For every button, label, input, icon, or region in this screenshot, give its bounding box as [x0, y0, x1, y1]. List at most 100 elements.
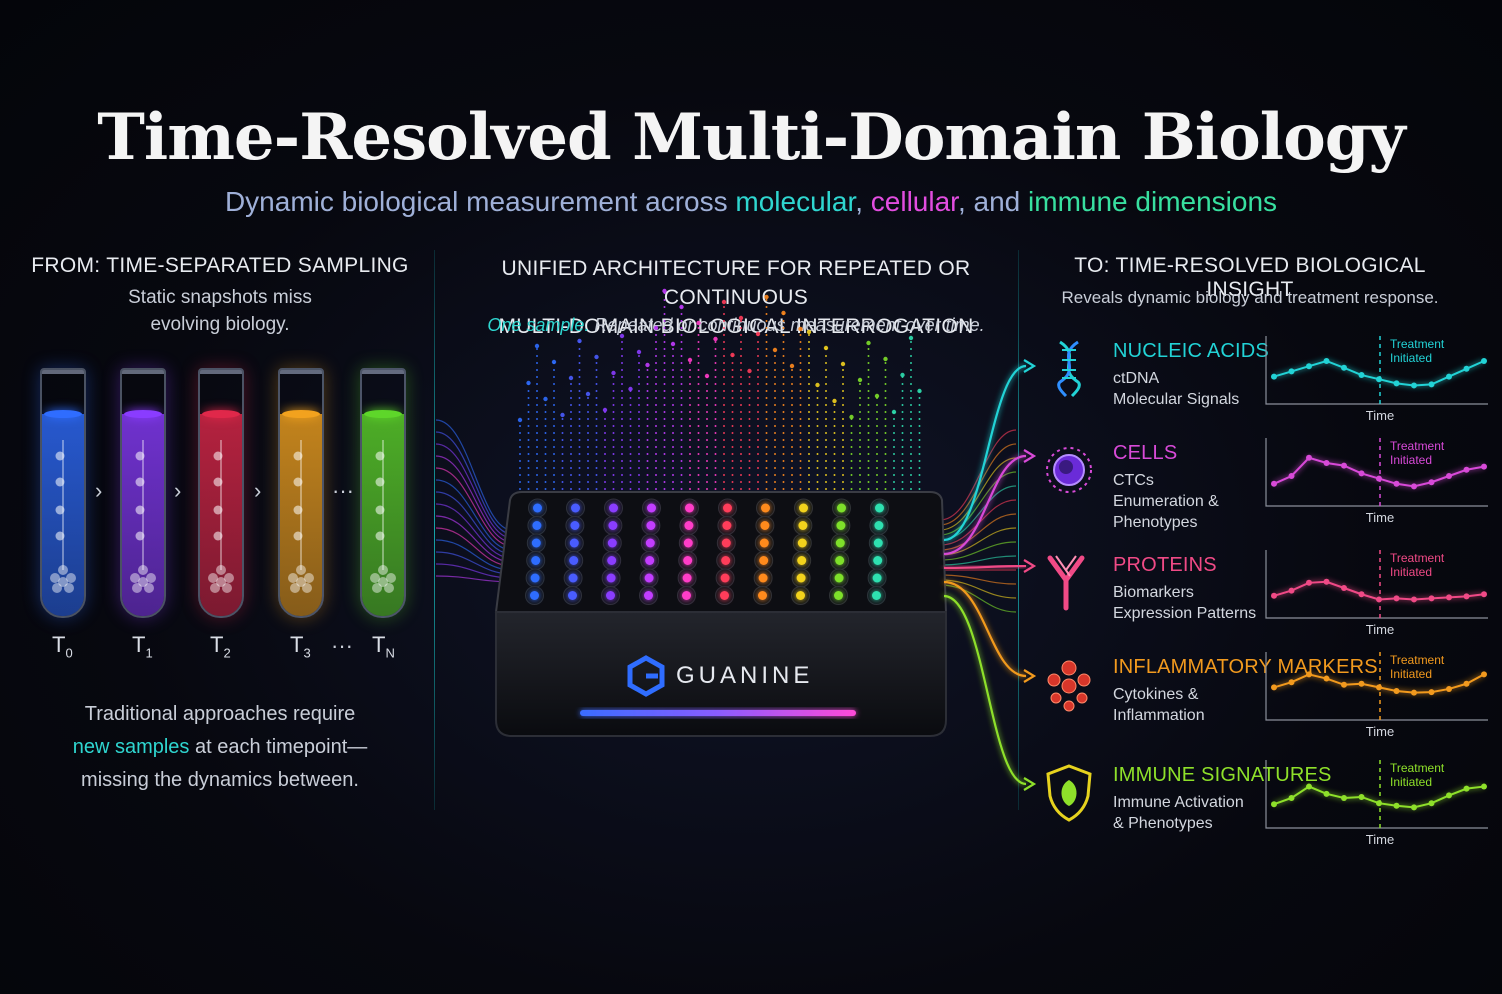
tube-liquid-surface	[124, 410, 162, 418]
test-tube	[360, 368, 406, 618]
next-arrow-icon: ›	[254, 478, 262, 503]
category-description-line: CTCs	[1113, 472, 1154, 489]
tube-liquid-surface	[364, 410, 402, 418]
time-axis-label: Time	[1366, 510, 1394, 525]
timepoint-index: 0	[65, 645, 73, 661]
treatment-label: Initiated	[1390, 775, 1432, 789]
subtitle-text: Dynamic biological measurement across	[224, 186, 736, 217]
timepoint-label: T0	[52, 632, 73, 660]
trend-line	[1273, 456, 1485, 488]
trend-point	[1376, 475, 1382, 482]
left-footer-line: new samples at each timepoint—	[20, 731, 420, 764]
molecule-icon	[208, 440, 234, 593]
device-status-light	[580, 710, 856, 716]
trend-point	[1288, 587, 1295, 594]
trend-point	[1393, 802, 1400, 809]
trend-point	[1306, 363, 1312, 370]
trend-point	[1446, 685, 1452, 692]
left-footer: Traditional approaches require new sampl…	[20, 698, 420, 797]
category-title: PROTEINS	[1113, 554, 1217, 576]
subtitle-cellular: cellular	[870, 186, 958, 217]
device-body	[495, 611, 947, 737]
center-heading-line: MULTI-DOMAIN BIOLOGICAL INTERROGATION	[498, 315, 974, 338]
center-heading: UNIFIED ARCHITECTURE FOR REPEATED OR CON…	[440, 254, 1032, 341]
cytokine-icon	[1047, 660, 1091, 712]
timepoint-index: 2	[223, 645, 231, 661]
tube-liquid-surface	[44, 410, 82, 418]
timepoint-letter: T	[52, 632, 66, 657]
category-title: NUCLEIC ACIDS	[1113, 340, 1269, 362]
trend-point	[1288, 368, 1295, 375]
subtitle-separator: ,	[855, 186, 871, 217]
guanine-logo-icon	[627, 655, 665, 697]
left-tagline-line: Static snapshots miss	[128, 287, 312, 308]
chart-axis	[1265, 760, 1488, 829]
trend-point	[1323, 675, 1330, 682]
trend-point	[1411, 382, 1417, 389]
treatment-label: Initiated	[1390, 351, 1432, 365]
time-axis-label: Time	[1366, 724, 1394, 739]
trend-point	[1271, 801, 1277, 808]
left-tagline-line: evolving biology.	[150, 314, 290, 335]
trend-point	[1411, 596, 1417, 603]
category-description-line: & Phenotypes	[1113, 815, 1213, 832]
trend-point	[1481, 463, 1487, 470]
time-axis-label: Time	[1366, 622, 1394, 637]
time-axis-label: Time	[1366, 832, 1394, 847]
tube-rim	[200, 370, 242, 374]
subtitle-molecular: molecular	[735, 186, 856, 217]
trend-point	[1481, 783, 1487, 790]
trend-point	[1463, 466, 1470, 473]
tube-rim	[362, 370, 404, 374]
ellipsis-marker: ···	[332, 478, 354, 503]
category-title: IMMUNE SIGNATURES	[1113, 764, 1332, 786]
antibody-icon	[1047, 555, 1085, 611]
center-tagline: One sample. Repeated or continuous measu…	[440, 312, 1032, 339]
category-description-line: ctDNA	[1113, 370, 1160, 387]
trend-point	[1341, 462, 1347, 469]
left-heading: FROM: TIME-SEPARATED SAMPLING	[31, 254, 409, 277]
trend-point	[1463, 680, 1470, 687]
timepoint-letter: T	[372, 632, 386, 657]
treatment-label: Treatment	[1390, 761, 1445, 775]
test-tube	[40, 368, 86, 618]
test-tube	[198, 368, 244, 618]
trend-point	[1376, 800, 1382, 807]
trend-point	[1428, 689, 1435, 696]
left-footer-text: at each timepoint—	[189, 736, 368, 758]
test-tube	[278, 368, 324, 618]
chart-axis	[1265, 652, 1488, 721]
trend-point	[1341, 364, 1347, 371]
timepoint-letter: T	[210, 632, 224, 657]
category-description-line: Biomarkers	[1113, 584, 1194, 601]
category-description-line: Expression Patterns	[1113, 605, 1257, 622]
trend-point	[1428, 800, 1435, 807]
timepoint-index: 3	[303, 645, 311, 661]
trend-point	[1306, 671, 1312, 678]
trend-point	[1463, 365, 1470, 372]
center-heading-line: UNIFIED ARCHITECTURE FOR REPEATED OR CON…	[501, 257, 971, 309]
trend-point	[1358, 793, 1365, 800]
molecule-icon	[50, 440, 76, 593]
trend-point	[1446, 473, 1452, 479]
trend-point	[1323, 790, 1330, 797]
trend-point	[1411, 804, 1417, 811]
treatment-label: Initiated	[1390, 565, 1432, 579]
one-sample-highlight: One sample.	[487, 315, 590, 335]
page-title: Time-Resolved Multi-Domain Biology	[97, 100, 1405, 175]
time-axis-label: Time	[1366, 408, 1394, 423]
molecule-icon	[370, 440, 396, 593]
next-arrow-icon: ›	[174, 478, 182, 503]
center-tagline-text: Repeated or continuous measurement over …	[589, 315, 985, 335]
treatment-label: Treatment	[1390, 439, 1445, 453]
trend-point	[1288, 679, 1295, 686]
trend-point	[1358, 680, 1365, 687]
category-description-line: Phenotypes	[1113, 514, 1198, 531]
category-description-line: Molecular Signals	[1113, 391, 1240, 408]
trend-point	[1271, 592, 1277, 599]
trend-point	[1393, 595, 1400, 602]
category-description: ctDNA Molecular Signals	[1113, 368, 1239, 410]
